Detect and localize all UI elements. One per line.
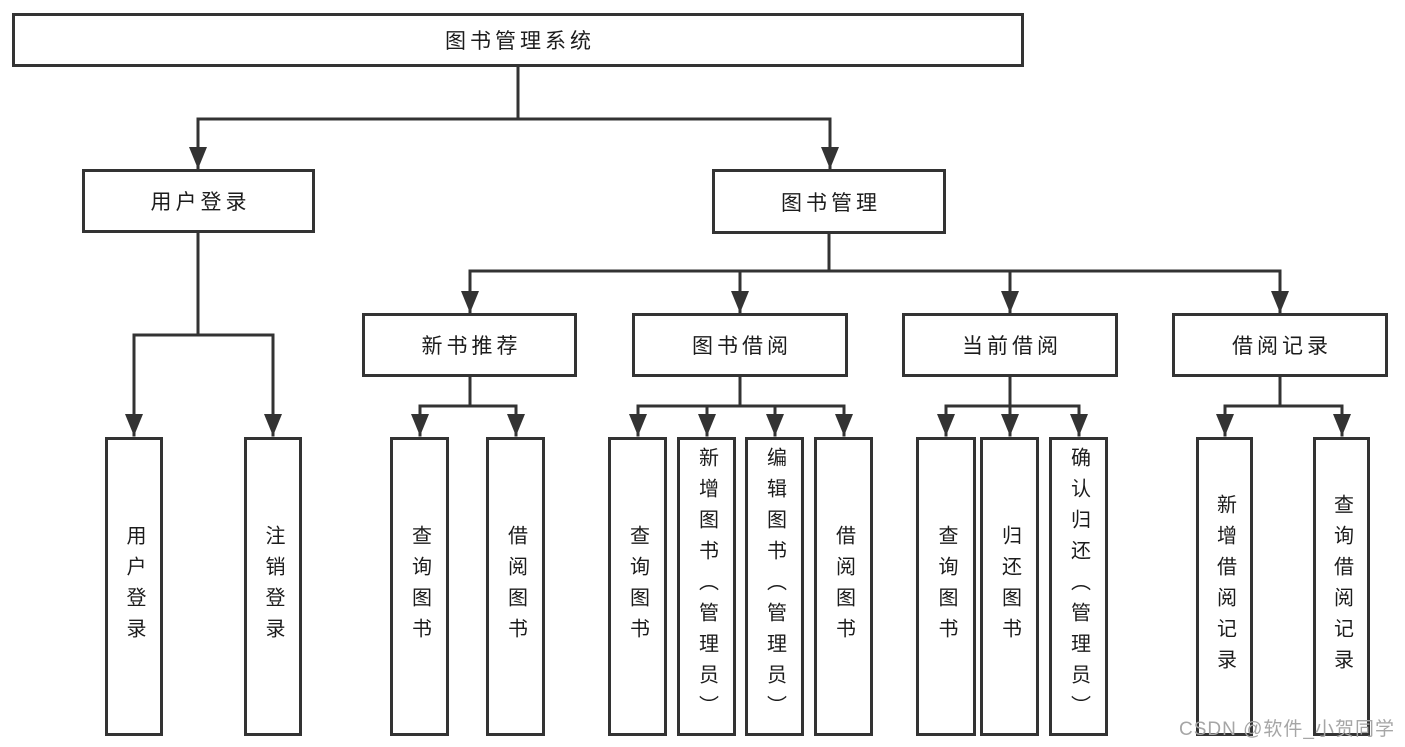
leaf-label: 查询借阅记录 <box>1330 493 1353 680</box>
leaf-label: 注销登录 <box>262 524 284 649</box>
leaf-label: 新增借阅记录 <box>1213 493 1236 680</box>
leaf-query-books-1: 查询图书 <box>390 437 449 736</box>
node-borrow-records: 借阅记录 <box>1172 313 1388 377</box>
leaf-borrow-books-2: 借阅图书 <box>814 437 873 736</box>
leaf-query-borrow-record: 查询借阅记录 <box>1313 437 1370 736</box>
node-book-management: 图书管理 <box>712 169 946 234</box>
leaf-label: 借阅图书 <box>832 524 855 649</box>
leaf-query-books-3: 查询图书 <box>916 437 976 736</box>
watermark: CSDN @软件_小贺同学 <box>1179 719 1395 740</box>
node-current-borrow: 当前借阅 <box>902 313 1118 377</box>
leaf-return-book: 归还图书 <box>980 437 1039 736</box>
leaf-query-books-2: 查询图书 <box>608 437 667 736</box>
node-new-book-recommend: 新书推荐 <box>362 313 577 377</box>
leaf-confirm-return-admin: 确认归还（管理员） <box>1049 437 1108 736</box>
leaf-label: 用户登录 <box>123 524 145 649</box>
leaf-add-book-admin: 新增图书（管理员） <box>677 437 736 736</box>
node-book-borrow: 图书借阅 <box>632 313 848 377</box>
leaf-borrow-books-1: 借阅图书 <box>486 437 545 736</box>
node-root: 图书管理系统 <box>12 13 1024 67</box>
leaf-label: 查询图书 <box>626 524 649 649</box>
leaf-edit-book-admin: 编辑图书（管理员） <box>745 437 804 736</box>
leaf-label: 归还图书 <box>998 524 1021 649</box>
leaf-label: 编辑图书（管理员） <box>763 447 786 726</box>
leaf-label: 借阅图书 <box>504 524 527 649</box>
node-user-login: 用户登录 <box>82 169 315 233</box>
leaf-add-borrow-record: 新增借阅记录 <box>1196 437 1253 736</box>
leaf-user-login: 用户登录 <box>105 437 163 736</box>
leaf-label: 查询图书 <box>935 524 957 649</box>
leaf-label: 查询图书 <box>408 524 431 649</box>
leaf-logout-login: 注销登录 <box>244 437 302 736</box>
leaf-label: 新增图书（管理员） <box>695 447 718 726</box>
leaf-label: 确认归还（管理员） <box>1067 447 1090 726</box>
